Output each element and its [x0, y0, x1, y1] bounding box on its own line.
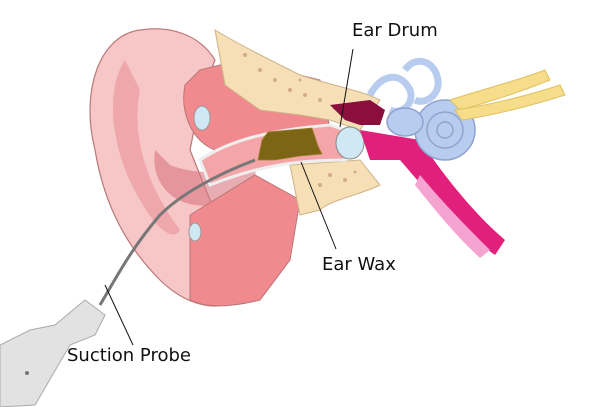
- eustachian-tube-inner: [415, 175, 490, 258]
- suction-probe-handle: [0, 299, 106, 407]
- suction-probe-label: Suction Probe: [67, 345, 191, 366]
- ear-drum-leader-line: [339, 48, 354, 128]
- ear-wax-leader-line: [300, 161, 337, 250]
- suction-probe-tube: [98, 158, 256, 306]
- ear-drum-label: Ear Drum: [352, 20, 438, 41]
- ear-wax: [257, 127, 323, 161]
- suction-probe-leader-line: [104, 284, 134, 346]
- auditory-nerve: [449, 69, 566, 121]
- cartilage-lower: [188, 222, 202, 242]
- outer-ear-fold: [113, 60, 180, 235]
- ear-drum: [335, 126, 365, 160]
- cartilage-upper: [193, 105, 211, 131]
- suction-probe-hole: [25, 371, 29, 375]
- ear-wax-label: Ear Wax: [322, 254, 396, 275]
- lower-tissue: [189, 174, 301, 307]
